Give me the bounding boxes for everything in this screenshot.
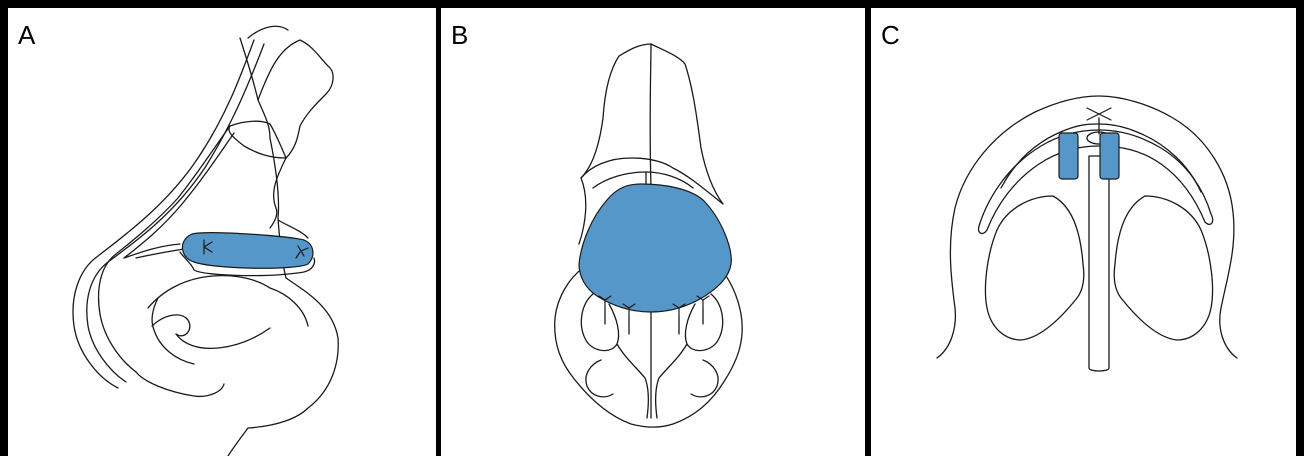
panel-c-drawing [871, 8, 1296, 456]
graft-shape [579, 184, 731, 312]
panel-label-c: C [881, 22, 900, 48]
panel-b-drawing [441, 8, 865, 456]
panel-a-drawing [8, 8, 436, 456]
panel-label-a: A [18, 22, 35, 48]
graft-shape [1059, 133, 1078, 179]
graft-shape [1100, 133, 1119, 179]
graft-shape [182, 233, 312, 269]
panel-label-b: B [451, 22, 468, 48]
panel-a: A [8, 8, 436, 456]
panel-c: C [871, 8, 1296, 456]
panel-b: B [441, 8, 865, 456]
